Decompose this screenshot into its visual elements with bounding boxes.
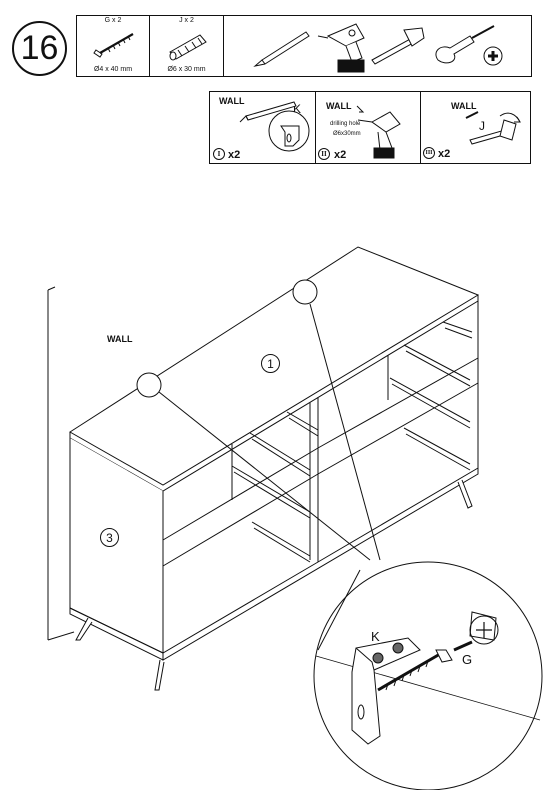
drilling-size: Ø6x30mm xyxy=(333,131,361,137)
wall-label-3: WALL xyxy=(451,101,477,111)
divider xyxy=(149,15,150,77)
drill-icon xyxy=(356,105,401,159)
detail-letter-k: K xyxy=(371,629,380,644)
pencil-icon xyxy=(253,31,310,67)
screwdriver-icon xyxy=(435,25,495,64)
count-x2: x2 xyxy=(438,148,451,160)
letter-j-small: J xyxy=(479,119,485,133)
divider xyxy=(223,15,224,77)
divider xyxy=(420,91,421,164)
detail-letter-g: G xyxy=(462,652,473,667)
wall-label-1: WALL xyxy=(219,96,245,106)
letter-k-small: K xyxy=(293,102,302,116)
wall-label-main: WALL xyxy=(107,334,133,344)
wall-label-2: WALL xyxy=(326,101,352,111)
wall xyxy=(47,286,75,641)
wall-plug-icon xyxy=(169,34,207,61)
phillips-head-icon xyxy=(483,46,503,66)
part-g-size: Ø4 x 40 mm xyxy=(93,66,133,73)
install-steps-box xyxy=(209,91,531,164)
parts-box xyxy=(76,15,532,77)
count-x2: x2 xyxy=(228,149,241,161)
divider xyxy=(315,91,316,164)
step-number: 16 xyxy=(12,21,67,76)
pencil-mark-icon xyxy=(239,101,310,152)
hammer-icon xyxy=(371,27,425,65)
hammer-plug-icon xyxy=(465,111,521,145)
part-j-qty: J x 2 xyxy=(179,17,194,24)
roman-one: I xyxy=(213,148,225,160)
panel-number-1: 1 xyxy=(261,354,280,373)
detail-view xyxy=(313,561,543,790)
drill-icon xyxy=(317,23,365,73)
part-j-size: Ø6 x 30 mm xyxy=(167,66,206,73)
roman-three: III xyxy=(423,147,435,159)
panel-number-3: 3 xyxy=(100,528,119,547)
part-g-qty: G x 2 xyxy=(104,17,122,24)
screw-icon xyxy=(93,33,134,58)
roman-two: II xyxy=(318,148,330,160)
drilling-note: drilling hole xyxy=(330,121,361,127)
count-x2: x2 xyxy=(334,149,347,161)
zoom-callouts xyxy=(136,279,381,561)
